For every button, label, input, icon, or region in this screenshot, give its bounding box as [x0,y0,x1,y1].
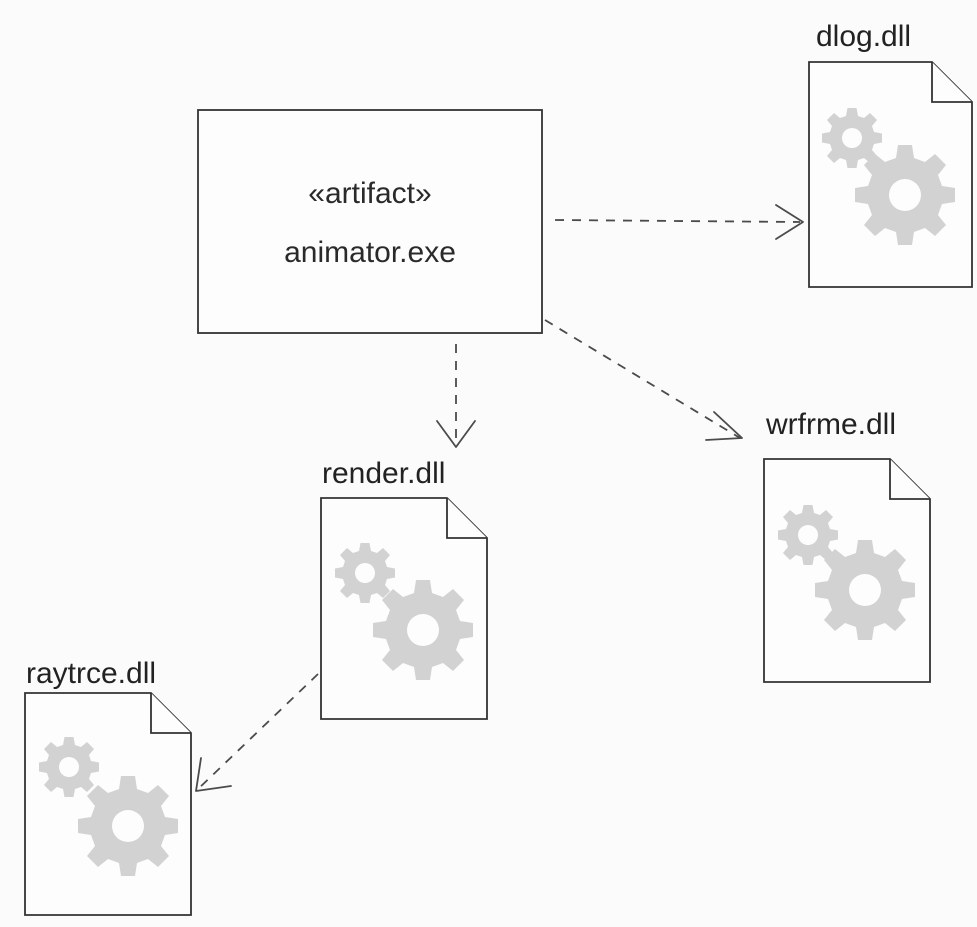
dependency-render-to-raytrce [195,673,319,792]
file-render-dll: render.dll [320,457,488,720]
file-name-dlog: dlog.dll [816,20,911,53]
page-fold [889,459,930,500]
artifact-box [197,109,543,334]
artifact-stereotype: «artifact» [308,177,431,210]
page-fold [931,62,972,103]
page-fold [446,498,487,539]
file-name-wrfrme: wrfrme.dll [765,408,896,441]
file-name-raytrce: raytrce.dll [26,657,156,690]
dependency-animator-to-wrfrme [544,319,743,441]
arrowhead [775,204,804,240]
arrowhead [705,411,743,441]
file-dlog-dll: dlog.dll [808,20,973,288]
arrowhead [195,757,232,792]
file-wrfrme-dll: wrfrme.dll [763,408,931,683]
file-raytrce-dll: raytrce.dll [24,657,192,916]
artifact-animator-exe: «artifact» animator.exe [197,109,543,334]
page-fold [150,693,191,734]
dependency-animator-to-render [436,344,476,448]
dependency-animator-to-dlog [554,204,804,240]
artifact-name: animator.exe [284,236,456,269]
file-name-render: render.dll [322,457,445,490]
arrowhead [436,420,476,448]
